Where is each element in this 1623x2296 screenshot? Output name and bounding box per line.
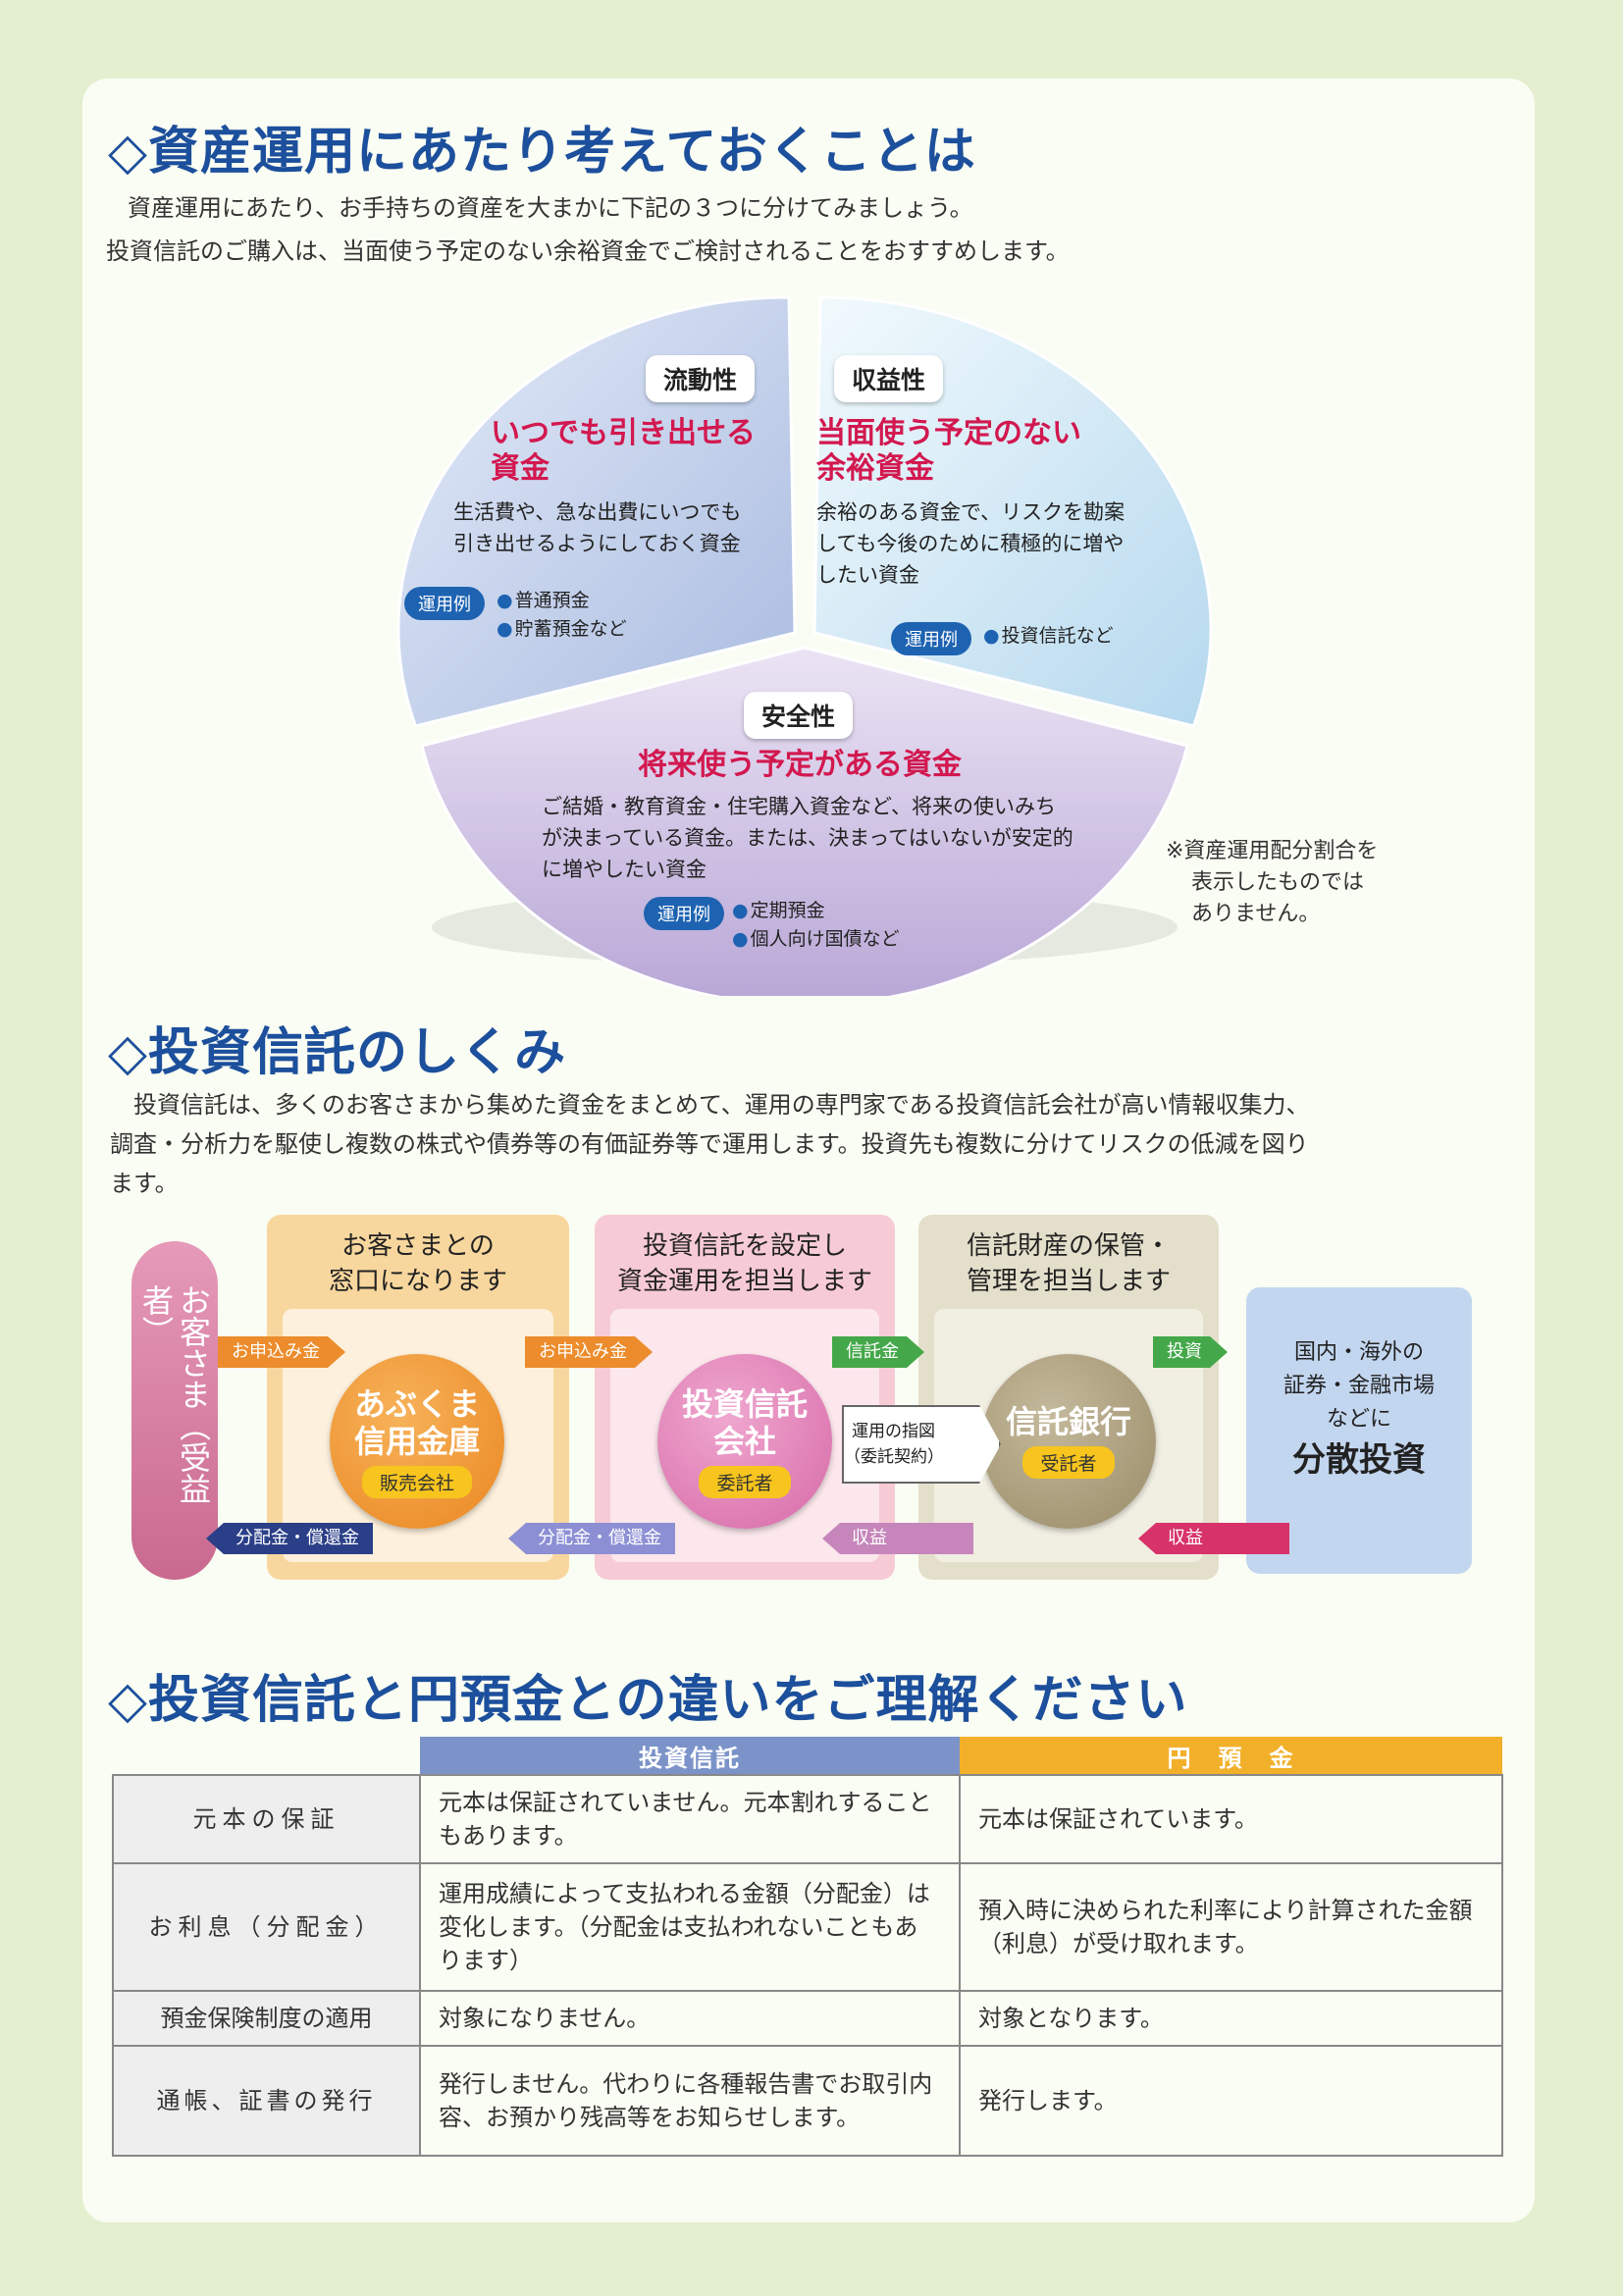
safety-example-1: 定期預金 <box>732 897 900 925</box>
row-label: 元本の保証 <box>112 1774 421 1864</box>
row-label: 通帳、証書の発行 <box>112 2045 421 2157</box>
liquidity-examples: 普通預金 貯蓄預金など <box>497 587 627 644</box>
sales-box-head-1: お客さまとの <box>341 1231 495 1261</box>
liquidity-heading-2: 資金 <box>491 451 550 486</box>
safety-tag: 安全性 <box>744 692 854 739</box>
table-corner <box>113 1737 420 1775</box>
row-label: お利息（分配金） <box>112 1862 421 1992</box>
instruction-label-2: （委託契約） <box>844 1447 944 1467</box>
liquidity-desc-2: 引き出せるようにしておく資金 <box>453 532 741 555</box>
management-box-head-1: 投資信託を設定し <box>642 1231 847 1261</box>
profitability-desc-3: したい資金 <box>816 563 919 587</box>
liquidity-example-label: 運用例 <box>404 587 485 620</box>
instruction-label-1: 運用の指図 <box>852 1422 935 1441</box>
distribution-arrow-1: 分配金・償還金 <box>206 1523 373 1554</box>
profitability-heading-2: 余裕資金 <box>816 451 934 486</box>
safety-examples: 定期預金 個人向け国債など <box>732 897 900 954</box>
safety-example-2: 個人向け国債など <box>732 925 900 954</box>
liquidity-desc-1: 生活費や、急な出費にいつでも <box>453 500 742 524</box>
sales-company-role: 販売会社 <box>361 1466 472 1498</box>
trust-bank-name: 信託銀行 <box>1005 1403 1131 1440</box>
liquidity-example-1: 普通預金 <box>497 587 627 615</box>
customer-oval: お客さま（受益者） <box>131 1241 218 1580</box>
section2-intro-3: ます。 <box>110 1170 179 1197</box>
invest-arrow: 投資 <box>1153 1336 1228 1368</box>
trust-money-arrow: 信託金 <box>832 1336 924 1368</box>
liquidity-example-2: 貯蓄預金など <box>497 615 627 644</box>
section1-intro-2: 投資信託のご購入は、当面使う予定のない余裕資金でご検討されることをおすすめします… <box>106 237 1070 265</box>
management-company-name-1: 投資信託 <box>681 1385 808 1423</box>
table-row: 元本の保証 元本は保証されていません。元本割れすることもあります。 元本は保証さ… <box>112 1774 1503 1864</box>
liquidity-tag: 流動性 <box>646 355 756 402</box>
market-line-2: 証券・金融市場 <box>1283 1374 1435 1398</box>
trustee-box-head-2: 管理を担当します <box>966 1267 1171 1296</box>
safety-heading: 将来使う予定がある資金 <box>638 748 962 782</box>
apply-arrow-2: お申込み金 <box>525 1336 653 1368</box>
sales-company-name-1: あぶくま <box>353 1385 480 1423</box>
table-header-fund: 投資信託 <box>420 1737 960 1775</box>
trustee-box-head-1: 信託財産の保管・ <box>966 1231 1171 1261</box>
profitability-desc-1: 余裕のある資金で、リスクを勘案 <box>816 500 1126 524</box>
row-deposit: 元本は保証されています。 <box>959 1774 1503 1864</box>
section2-title: ◇投資信託のしくみ <box>108 1023 567 1082</box>
profitability-example-1: 投資信託など <box>983 622 1114 651</box>
safety-desc-2: が決まっている資金。または、決まってはいないが安定的 <box>542 826 1073 850</box>
pie-note-3: ありません。 <box>1191 902 1321 926</box>
market-line-3: などに <box>1326 1407 1391 1432</box>
pie-slice-safety <box>420 646 1189 996</box>
table-row: お利息（分配金） 運用成績によって支払われる金額（分配金）は変化します。（分配金… <box>112 1862 1503 1992</box>
safety-desc-1: ご結婚・教育資金・住宅購入資金など、将来の使いみち <box>542 795 1056 818</box>
row-fund: 元本は保証されていません。元本割れすることもあります。 <box>419 1774 961 1864</box>
section2-intro-2: 調査・分析力を駆使し複数の株式や債券等の有価証券等で運用します。投資先も複数に分… <box>110 1130 1309 1158</box>
management-company-name-2: 会社 <box>712 1423 776 1460</box>
trust-bank-role: 受託者 <box>1022 1446 1115 1479</box>
row-fund: 発行しません。代わりに各種報告書でお取引内容、お預かり残高等をお知らせします。 <box>419 2045 961 2157</box>
row-label: 預金保険制度の適用 <box>112 1990 421 2047</box>
trust-bank-circle: 信託銀行 受託者 <box>981 1354 1156 1529</box>
safety-desc-3: に増やしたい資金 <box>542 858 707 881</box>
row-deposit: 対象となります。 <box>959 1990 1503 2047</box>
instruction-arrow: 運用の指図 （委託契約） <box>842 1405 1001 1484</box>
comparison-table: 投資信託 円 預 金 元本の保証 元本は保証されていません。元本割れすることもあ… <box>112 1737 1503 2157</box>
safety-example-label: 運用例 <box>644 897 724 930</box>
market-line-1: 国内・海外の <box>1293 1340 1424 1365</box>
sales-company-circle: あぶくま 信用金庫 販売会社 <box>330 1354 504 1529</box>
apply-arrow-1: お申込み金 <box>218 1336 345 1368</box>
row-fund: 対象になりません。 <box>419 1990 961 2047</box>
row-deposit: 預入時に決められた利率により計算された金額（利息）が受け取れます。 <box>959 1862 1503 1992</box>
profitability-heading-1: 当面使う予定のない <box>816 416 1081 450</box>
row-deposit: 発行します。 <box>959 2045 1503 2157</box>
liquidity-heading-1: いつでも引き出せる <box>491 416 756 450</box>
sales-box-head-2: 窓口になります <box>328 1267 507 1296</box>
profitability-tag: 収益性 <box>834 355 944 402</box>
profitability-desc-2: しても今後のために積極的に増や <box>816 532 1125 555</box>
table-row: 預金保険制度の適用 対象になりません。 対象となります。 <box>112 1990 1503 2047</box>
profitability-example-label: 運用例 <box>891 622 971 655</box>
section1-title: ◇資産運用にあたり考えておくことは <box>108 123 976 182</box>
row-fund: 運用成績によって支払われる金額（分配金）は変化します。（分配金は支払われないこと… <box>419 1862 961 1992</box>
profit-arrow-2: 収益 <box>1138 1523 1289 1554</box>
management-box-head-2: 資金運用を担当します <box>616 1267 872 1296</box>
section1-intro-1: 資産運用にあたり、お手持ちの資産を大まかに下記の３つに分けてみましょう。 <box>128 194 973 222</box>
profitability-examples: 投資信託など <box>983 622 1114 651</box>
distribution-arrow-2: 分配金・償還金 <box>508 1523 675 1554</box>
table-row: 通帳、証書の発行 発行しません。代わりに各種報告書でお取引内容、お預かり残高等を… <box>112 2045 1503 2157</box>
section3-title: ◇投資信託と円預金との違いをご理解ください <box>108 1671 1188 1730</box>
profit-arrow-1: 収益 <box>822 1523 973 1554</box>
management-company-role: 委託者 <box>699 1466 791 1498</box>
pie-slice-profitability <box>812 295 1213 728</box>
market-main: 分散投資 <box>1292 1440 1426 1480</box>
sales-company-name-2: 信用金庫 <box>353 1423 480 1460</box>
table-header-deposit: 円 預 金 <box>960 1737 1502 1775</box>
pie-note-1: ※資産運用配分割合を <box>1166 839 1379 863</box>
table-header-row: 投資信託 円 預 金 <box>113 1737 1502 1775</box>
customer-label: お客さま（受益者） <box>137 1284 212 1504</box>
section2-intro-1: 投資信託は、多くのお客さまから集めた資金をまとめて、運用の専門家である投資信託会… <box>133 1091 1310 1119</box>
management-company-circle: 投資信託 会社 委託者 <box>657 1354 832 1529</box>
pie-note-2: 表示したものでは <box>1191 870 1365 895</box>
